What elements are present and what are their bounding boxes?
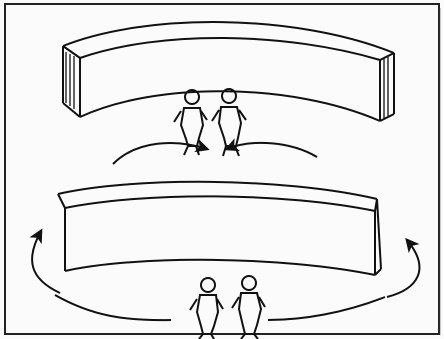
figure-border	[5, 4, 439, 334]
